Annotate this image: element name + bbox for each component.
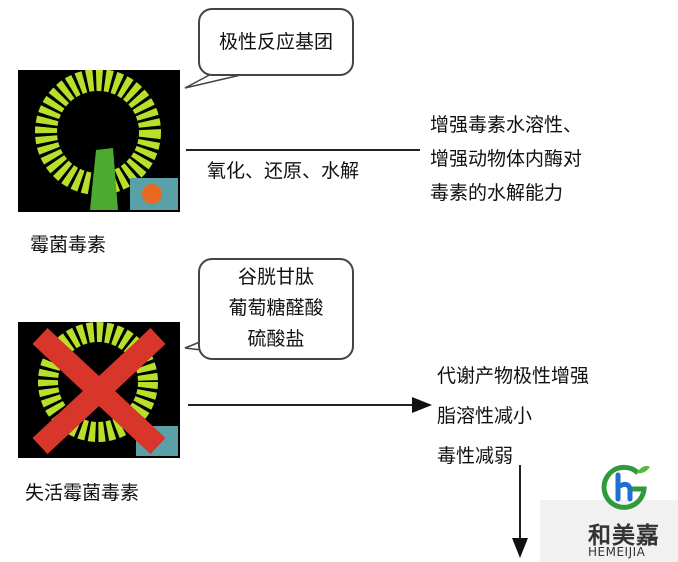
inactivated-label: 失活霉菌毒素 — [25, 482, 140, 504]
logo-name: 和美嘉 — [588, 523, 660, 549]
mold-image — [18, 70, 180, 212]
toxin-result: 增强毒素水溶性、 增强动物体内酶对 毒素的水解能力 — [430, 108, 582, 210]
logo-latin: HEMEIJIA — [588, 545, 646, 559]
logo-backdrop — [540, 500, 678, 562]
result-line: 毒素的水解能力 — [430, 182, 564, 204]
bubble1-tail — [184, 71, 246, 89]
logo-icon — [600, 463, 650, 513]
arrow-label-reactions: 氧化、还原、水解 — [207, 160, 360, 182]
result-line: 增强动物体内酶对 — [430, 148, 583, 170]
toxin-label: 霉菌毒素 — [30, 234, 107, 256]
result-line: 增强毒素水溶性、 — [430, 114, 583, 136]
bubble-conjugates: 谷胱甘肽 葡萄糖醛酸 硫酸盐 — [198, 258, 354, 360]
conjugate-item: 葡萄糖醛酸 — [228, 297, 324, 319]
result-line: 脂溶性减小 — [437, 405, 533, 427]
bubble-polar-groups: 极性反应基团 — [198, 8, 354, 76]
conjugate-item: 硫酸盐 — [247, 328, 305, 350]
result-line: 毒性减弱 — [437, 445, 514, 467]
result-line: 代谢产物极性增强 — [437, 365, 590, 387]
conjugate-item: 谷胱甘肽 — [237, 266, 314, 288]
inactivated-result: 代谢产物极性增强 脂溶性减小 毒性减弱 — [437, 356, 589, 476]
inactivated-mold-image — [18, 322, 180, 458]
